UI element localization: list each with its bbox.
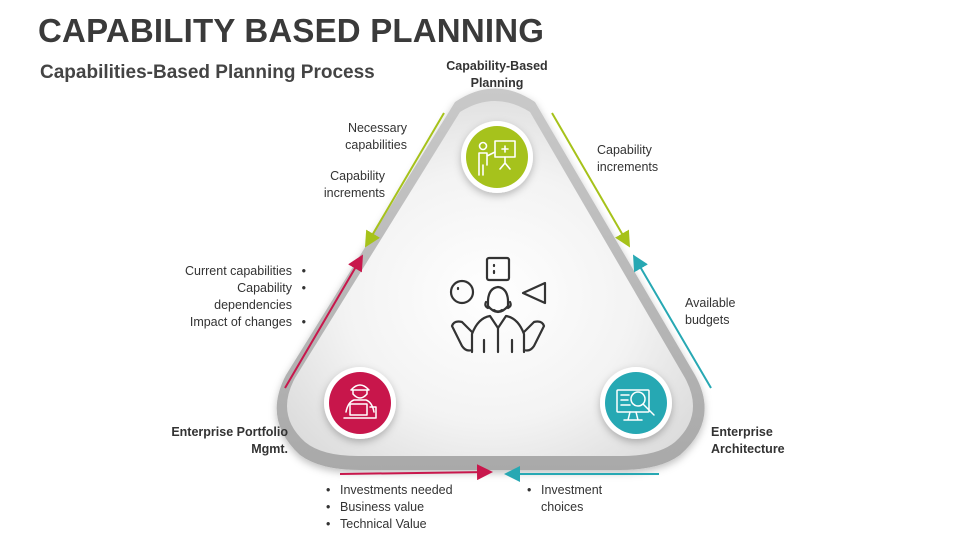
list-item: Capability dependencies xyxy=(175,280,307,314)
arrow-bottom-left xyxy=(339,464,493,481)
arrow-right-up xyxy=(632,254,712,389)
node-right xyxy=(600,367,672,439)
worker-laptop-icon xyxy=(343,384,377,419)
flow-label-capability-increments-left: Capability increments xyxy=(323,169,385,200)
list-item: Business value xyxy=(325,499,475,516)
list-item: Investments needed xyxy=(325,482,475,499)
list-item: Impact of changes xyxy=(175,314,307,331)
flow-list-left-side: Current capabilities Capability dependen… xyxy=(175,263,307,331)
node-left xyxy=(324,367,396,439)
juggling-person-icon xyxy=(449,256,547,354)
page-subtitle: Capabilities-Based Planning Process xyxy=(40,62,375,83)
monitor-search-icon xyxy=(616,389,655,421)
page-title: CAPABILITY BASED PLANNING xyxy=(38,12,545,49)
arrow-top-left xyxy=(364,112,445,248)
arrow-left-up xyxy=(284,254,364,389)
node-label-right: Enterprise Architecture xyxy=(711,425,785,456)
node-label-top: Capability-Based Planning xyxy=(446,59,548,90)
flow-list-bottom-right: Investment choices xyxy=(526,482,608,516)
list-item: Investment choices xyxy=(526,482,608,516)
arrow-top-right xyxy=(551,112,631,248)
list-item: Current capabilities xyxy=(175,263,307,280)
presentation-icon xyxy=(478,140,516,176)
node-label-left: Enterprise Portfolio Mgmt. xyxy=(171,425,288,456)
flow-label-capability-increments-right: Capability increments xyxy=(597,143,659,174)
triangle-face xyxy=(287,101,693,456)
flow-list-bottom-left: Investments needed Business value Techni… xyxy=(325,482,475,533)
flow-label-necessary-capabilities: Necessary capabilities xyxy=(345,121,407,152)
flow-label-available-budgets: Available budgets xyxy=(685,296,736,327)
list-item: Technical Value xyxy=(325,516,475,533)
